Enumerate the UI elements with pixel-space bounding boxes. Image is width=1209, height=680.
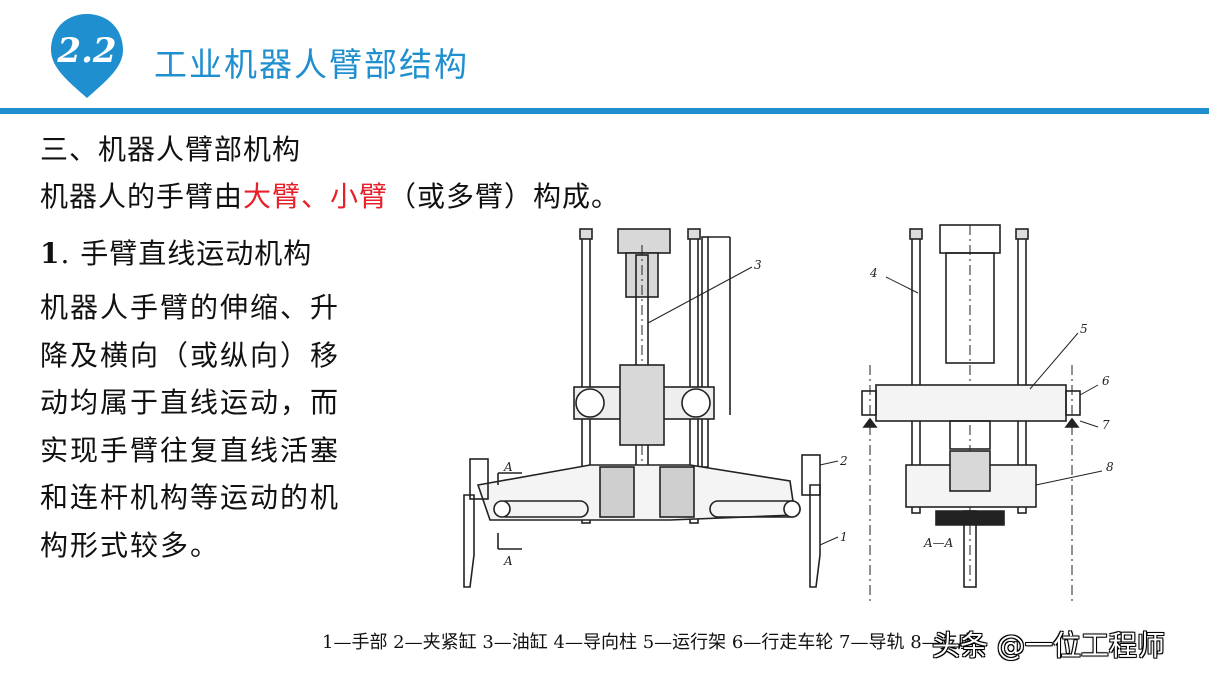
paragraph-line: 和连杆机构等运动的机	[40, 481, 341, 514]
paragraph-line: 实现手臂往复直线活塞	[40, 433, 341, 467]
badge-pin-shape	[51, 14, 123, 98]
intro-suffix: （或多臂）构成。	[388, 180, 621, 213]
intro-sentence: 机器人的手臂由大臂、小臂（或多臂）构成。	[40, 175, 620, 215]
figure-label-6: 6	[1102, 374, 1110, 388]
subheading: 1. 手臂直线运动机构	[40, 232, 312, 272]
figure-label-1: 1	[840, 530, 848, 544]
subheading-text: . 手臂直线运动机构	[60, 237, 313, 270]
figure-label-3: 3	[754, 258, 762, 272]
paragraph-line: 构形式较多。	[40, 528, 221, 562]
watermark: 头条 @一位工程师	[932, 629, 1165, 662]
figure-label-7: 7	[1102, 418, 1110, 432]
left-view	[463, 228, 839, 588]
intro-prefix: 机器人的手臂由	[40, 180, 244, 213]
arm-mechanism-drawing: 3 2 1 A A 4 5 6 7 8 A—A	[463, 224, 1114, 605]
intro-highlight: 大臂、小臂	[243, 180, 389, 213]
right-view	[861, 224, 1103, 605]
figure-label-5: 5	[1080, 322, 1088, 336]
section-badge: 2.2	[51, 14, 123, 98]
section-heading: 三、机器人臂部机构	[40, 133, 302, 166]
subheading-number: 1	[40, 237, 61, 270]
badge-number: 2.2	[56, 31, 116, 71]
body-paragraph: 机器人手臂的伸缩、升 降及横向（或纵向）移 动均属于直线运动，而 实现手臂往复直…	[40, 284, 390, 569]
figure-caption: 1—手部 2—夹紧缸 3—油缸 4—导向柱 5—运行架 6—行走车轮 7—导轨 …	[322, 632, 976, 653]
paragraph-line: 动均属于直线运动，而	[40, 386, 341, 419]
section-mark-a-top: A	[503, 460, 513, 474]
page-title: 工业机器人臂部结构	[154, 45, 469, 84]
section-mark-a-a: A—A	[923, 536, 954, 550]
section-mark-a-bottom: A	[503, 554, 513, 568]
paragraph-line: 降及横向（或纵向）移	[40, 338, 341, 372]
figure-label-8: 8	[1106, 460, 1114, 474]
header-divider	[0, 108, 1209, 114]
figure-label-2: 2	[839, 454, 848, 468]
figure-label-4: 4	[869, 266, 878, 280]
paragraph-line: 机器人手臂的伸缩、升	[40, 291, 341, 324]
